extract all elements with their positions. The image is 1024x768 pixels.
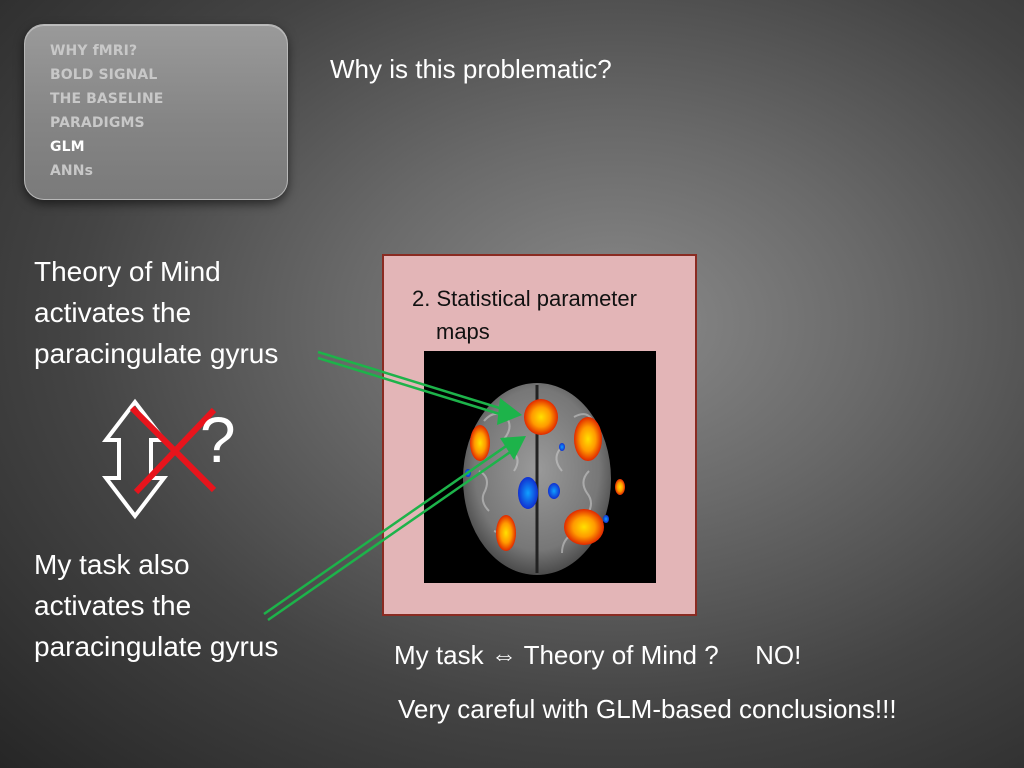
brain-activation-map: [424, 351, 656, 583]
nav-item-paradigms[interactable]: PARADIGMS: [50, 115, 145, 131]
question-mark: ?: [200, 404, 236, 476]
statistical-maps-panel: 2. Statistical parameter maps: [382, 254, 697, 616]
panel-caption: 2. Statistical parameter maps: [412, 282, 637, 348]
nav-item-why-fmri[interactable]: WHY fMRI?: [50, 43, 138, 59]
panel-caption-line2: maps: [436, 319, 490, 344]
red-cross-icon: [129, 405, 217, 495]
claim-line: paracingulate gyrus: [34, 631, 279, 662]
nav-item-glm[interactable]: GLM: [50, 139, 85, 155]
conclusion-equivalence: My task ⇔ Theory of Mind ? NO!: [394, 640, 801, 671]
claim-line: paracingulate gyrus: [34, 338, 279, 369]
claim-line: activates the: [34, 297, 192, 328]
claim-my-task: My task also activates the paracingulate…: [34, 544, 278, 667]
claim-line: My task also: [34, 549, 190, 580]
conclusion-my-task: My task: [394, 640, 484, 670]
conclusion-warning: Very careful with GLM-based conclusions!…: [398, 694, 897, 724]
panel-caption-line1: 2. Statistical parameter: [412, 286, 637, 311]
conclusion-answer: NO!: [755, 640, 802, 670]
claim-theory-of-mind: Theory of Mind activates the paracingula…: [34, 251, 278, 374]
bidirectional-arrow: ⇔: [490, 640, 517, 670]
nav-item-bold-signal[interactable]: BOLD SIGNAL: [50, 67, 158, 83]
nav-item-the-baseline[interactable]: THE BASELINE: [50, 91, 164, 107]
claim-line: Theory of Mind: [34, 256, 221, 287]
slide-title: Why is this problematic?: [330, 54, 612, 84]
conclusion-theory-of-mind: Theory of Mind ?: [523, 640, 719, 670]
claim-line: activates the: [34, 590, 192, 621]
nav-item-anns[interactable]: ANNs: [50, 163, 94, 179]
section-nav: WHY fMRI? BOLD SIGNAL THE BASELINE PARAD…: [24, 24, 288, 200]
